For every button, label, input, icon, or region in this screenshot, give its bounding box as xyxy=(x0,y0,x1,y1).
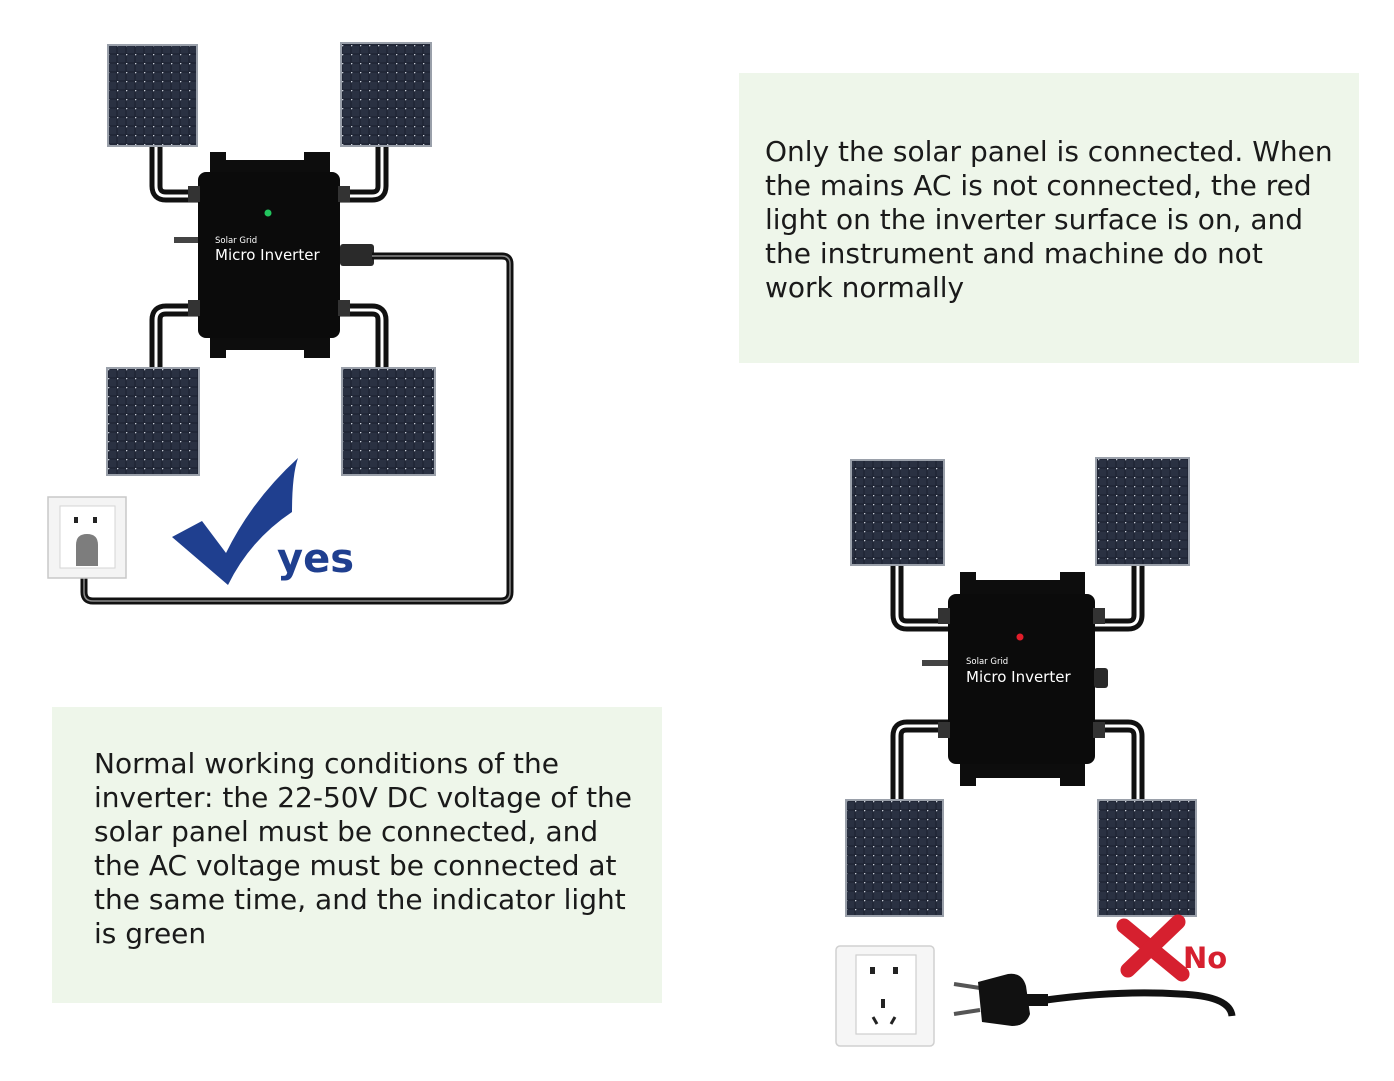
solar-panel-icon xyxy=(1097,799,1197,917)
solar-panel-icon xyxy=(340,42,432,147)
incorrect-connection-diagram: Solar Grid Micro Inverter No xyxy=(835,457,1236,1047)
status-no: No xyxy=(1183,941,1227,975)
solar-panel-icon xyxy=(850,459,945,566)
inverter-label: Micro Inverter xyxy=(215,246,320,264)
note-normal-working-text: Normal working conditions of the inverte… xyxy=(94,747,633,950)
solar-panel-icon xyxy=(341,367,436,476)
status-yes: yes xyxy=(277,536,354,582)
solar-panel-icon xyxy=(1095,457,1190,566)
correct-connection-diagram: Solar Grid Micro Inverter yes xyxy=(47,42,514,605)
note-ac-not-connected-text: Only the solar panel is connected. When … xyxy=(765,135,1333,304)
plug-icon xyxy=(953,973,1048,1026)
note-ac-not-connected: Only the solar panel is connected. When … xyxy=(739,73,1359,363)
micro-inverter-icon: Solar Grid Micro Inverter xyxy=(174,152,374,358)
wall-socket-icon xyxy=(835,945,935,1047)
solar-panel-icon xyxy=(107,44,198,147)
dc-cable xyxy=(149,303,205,368)
plug-icon xyxy=(76,534,98,566)
dc-cable xyxy=(338,303,389,368)
inverter-label: Micro Inverter xyxy=(966,668,1071,686)
check-mark-icon xyxy=(172,458,298,585)
micro-inverter-icon: Solar Grid Micro Inverter xyxy=(922,572,1108,786)
note-normal-working: Normal working conditions of the inverte… xyxy=(52,707,662,1003)
solar-panel-icon xyxy=(845,799,944,917)
indicator-light xyxy=(264,209,272,217)
indicator-light xyxy=(1016,633,1024,641)
solar-panel-icon xyxy=(106,367,200,476)
inverter-brand-label: Solar Grid xyxy=(215,236,257,246)
ac-cord xyxy=(1045,989,1236,1017)
inverter-brand-label: Solar Grid xyxy=(966,657,1008,667)
cross-mark-icon xyxy=(1116,914,1190,982)
